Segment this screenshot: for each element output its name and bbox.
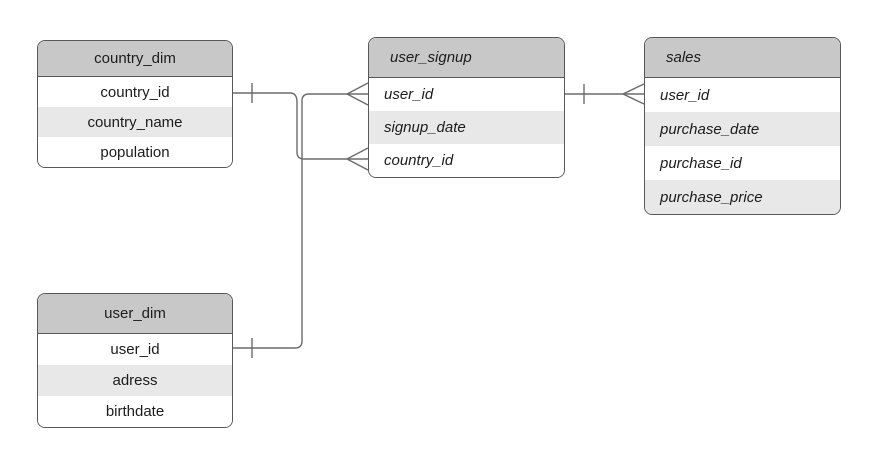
table-country-dim: country_dim country_id country_name popu… [37, 40, 233, 168]
table-title-user-dim: user_dim [38, 294, 232, 334]
relationship-user-signup-sales [565, 83, 645, 105]
table-user-dim: user_dim user_id adress birthdate [37, 293, 233, 428]
relationship-user-dim-user-signup [233, 82, 369, 358]
field-user-id: user_id [645, 78, 840, 112]
table-title-country-dim: country_dim [38, 41, 232, 77]
field-country-name: country_name [38, 107, 232, 137]
field-birthdate: birthdate [38, 396, 232, 427]
field-user-id: user_id [369, 78, 564, 111]
relationship-line [233, 93, 368, 349]
field-purchase-id: purchase_id [645, 146, 840, 180]
many-cardinality-crowfoot-icon [622, 83, 645, 105]
table-title-sales: sales [645, 38, 840, 78]
relationship-country-dim-user-signup [233, 83, 369, 171]
field-purchase-price: purchase_price [645, 180, 840, 214]
field-user-id: user_id [38, 334, 232, 365]
field-adress: adress [38, 365, 232, 396]
field-country-id: country_id [369, 144, 564, 177]
many-cardinality-crowfoot-icon [346, 147, 369, 171]
table-user-signup: user_signup user_id signup_date country_… [368, 37, 565, 178]
many-cardinality-crowfoot-icon [346, 82, 369, 106]
table-sales: sales user_id purchase_date purchase_id … [644, 37, 841, 215]
table-title-user-signup: user_signup [369, 38, 564, 78]
field-country-id: country_id [38, 77, 232, 107]
field-purchase-date: purchase_date [645, 112, 840, 146]
field-population: population [38, 137, 232, 167]
field-signup-date: signup_date [369, 111, 564, 144]
relationship-line [233, 92, 368, 160]
